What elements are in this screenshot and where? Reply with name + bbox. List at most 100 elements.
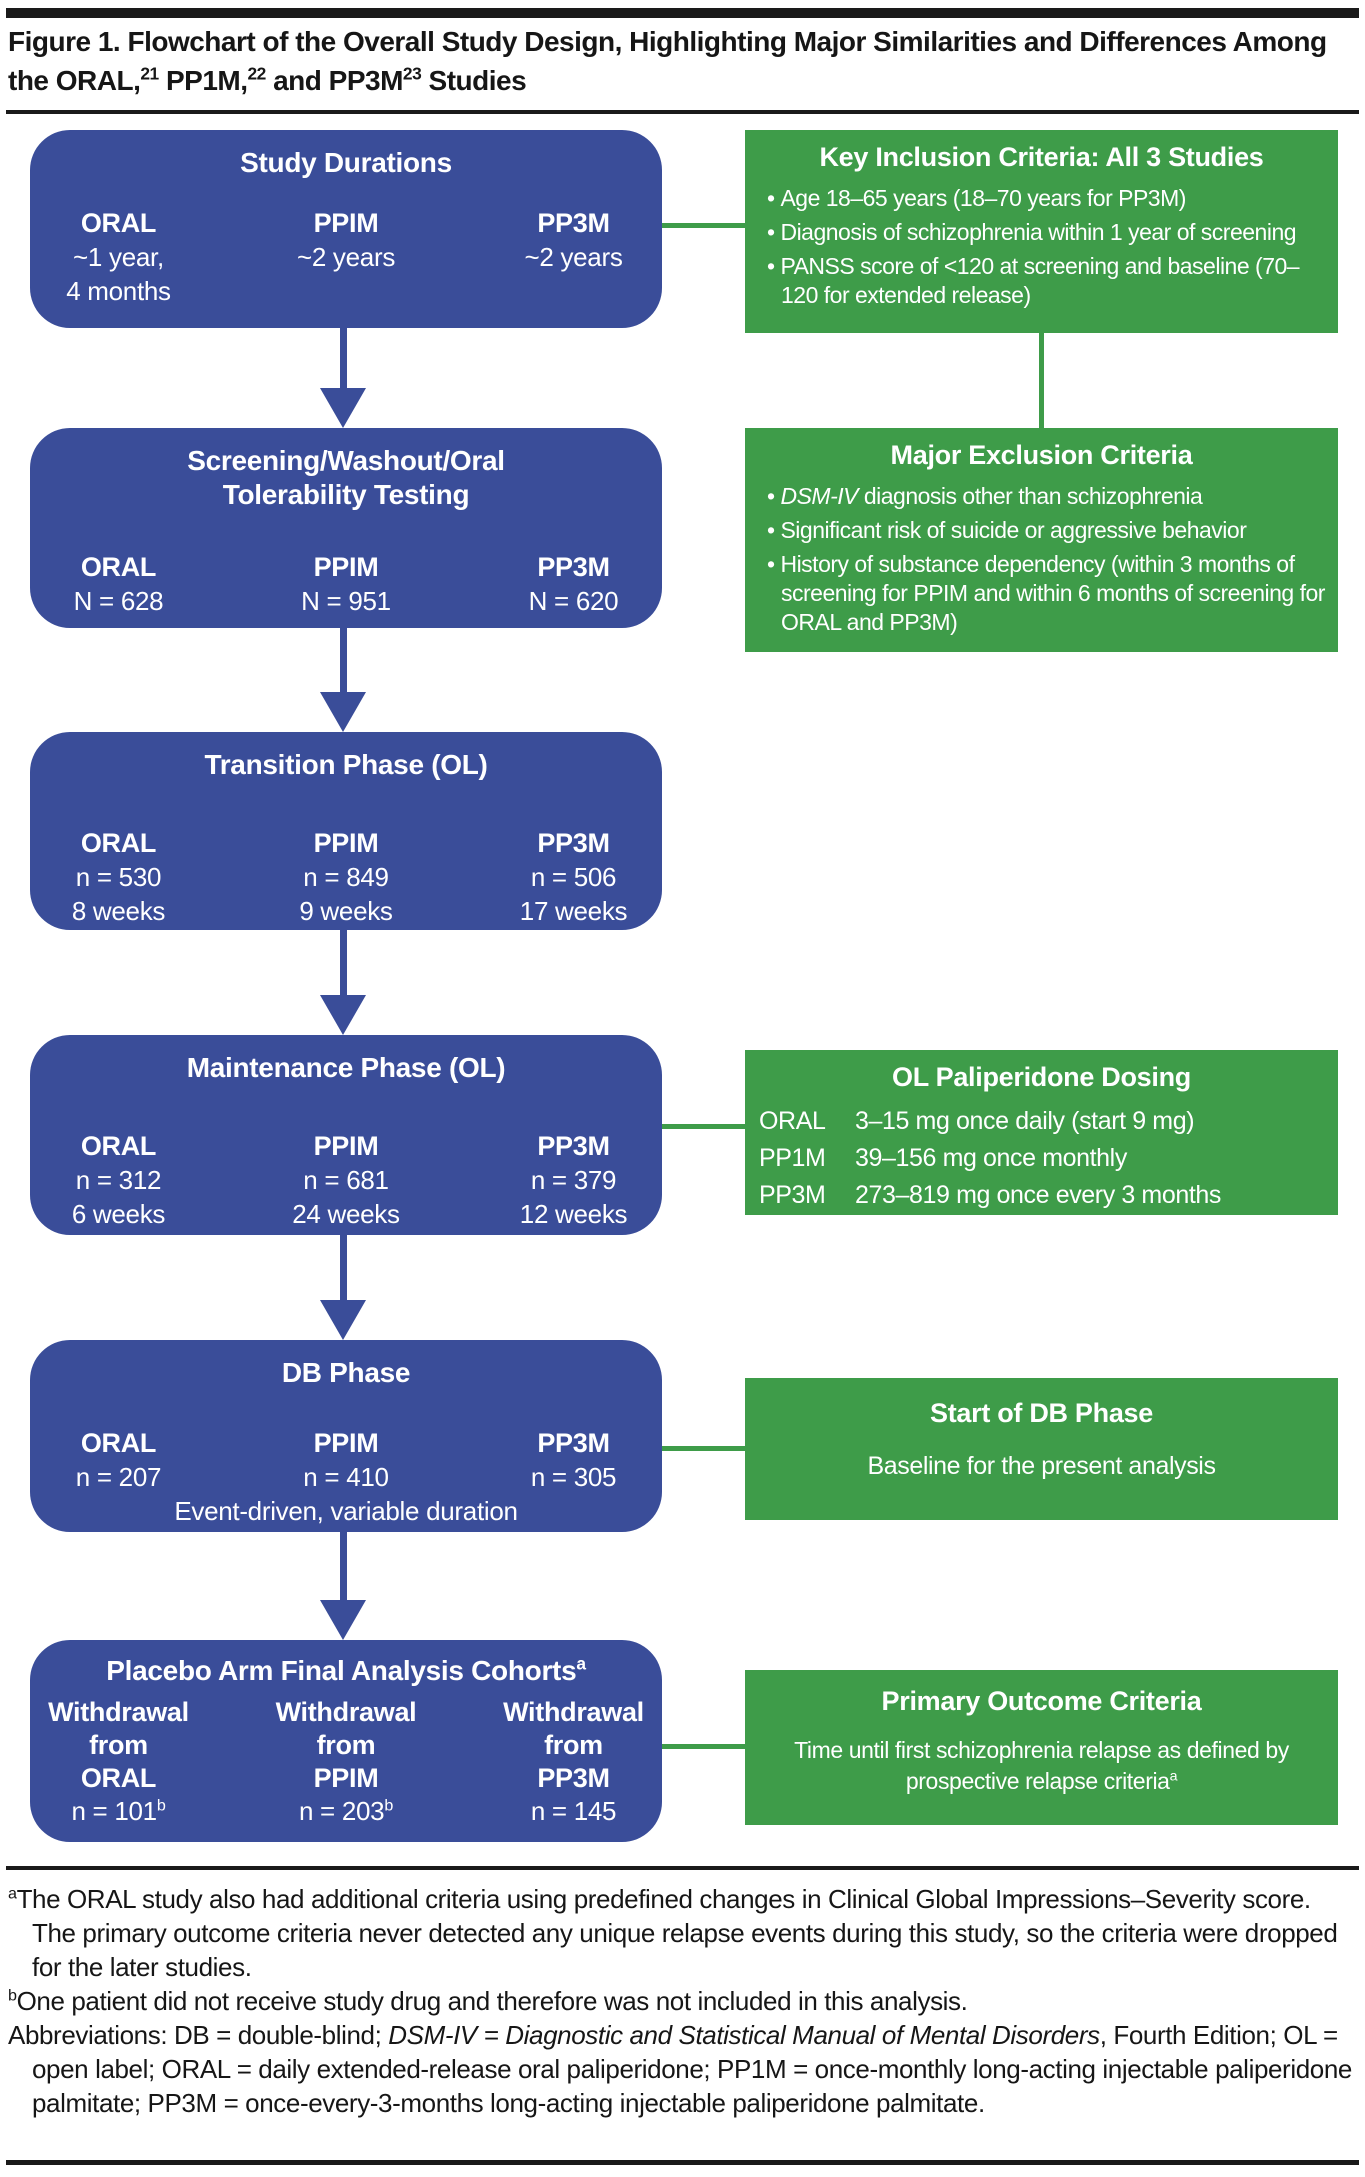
study-label: PP3M xyxy=(537,1131,610,1161)
study-value: n = 410 xyxy=(303,1462,389,1492)
dosing-value: 3–15 mg once daily (start 9 mg) xyxy=(855,1107,1195,1135)
study-value: n = 681 xyxy=(303,1165,389,1195)
study-label: from xyxy=(316,1730,376,1760)
study-value: n = 312 xyxy=(75,1165,162,1195)
dosing-value: 273–819 mg once every 3 months xyxy=(855,1181,1222,1209)
down-arrow-stem xyxy=(340,930,347,995)
dosing-row: PP3M 273–819 mg once every 3 months xyxy=(759,1177,1324,1214)
study-label: ORAL xyxy=(80,828,157,858)
side-box-heading: Primary Outcome Criteria xyxy=(881,1686,1202,1716)
bullet-item: Age 18–65 years (18–70 years for PP3M) xyxy=(759,184,1328,213)
side-box-body: Time until first schizophrenia relapse a… xyxy=(745,1721,1338,1797)
study-value: n = 530 xyxy=(75,862,162,892)
title-ref-23: 23 xyxy=(402,63,422,84)
italic-term: DSM-IV xyxy=(780,483,858,509)
box-heading: Maintenance Phase (OL) xyxy=(186,1052,506,1083)
footnote-marker-a: a xyxy=(576,1653,586,1674)
footnotes: aThe ORAL study also had additional crit… xyxy=(8,1882,1357,2120)
column-oral: ORAL ~1 year, 4 months xyxy=(30,206,207,308)
study-label: ORAL xyxy=(80,552,157,582)
abbreviations-note: Abbreviations: DB = double-blind; DSM-IV… xyxy=(8,2018,1357,2120)
study-value: n = 101b xyxy=(30,1795,207,1828)
study-label: PP3M xyxy=(537,828,610,858)
study-value: n = 145 xyxy=(485,1795,662,1828)
footnote-marker-b: b xyxy=(8,1986,17,2005)
study-columns: ORAL N = 628 PPIM N = 951 PP3M N = 620 xyxy=(30,550,662,618)
study-value: n = 849 xyxy=(303,862,389,892)
footnote-a: aThe ORAL study also had additional crit… xyxy=(8,1882,1357,1984)
study-value: 6 weeks xyxy=(71,1199,166,1229)
down-arrow-stem xyxy=(340,1235,347,1300)
footnote-marker-a: a xyxy=(8,1884,17,1903)
study-value: n = 207 xyxy=(75,1462,162,1492)
flow-box-study-durations: Study Durations ORAL ~1 year, 4 months P… xyxy=(30,130,662,328)
study-columns: ORAL n = 530 8 weeks PPIM n = 849 9 week… xyxy=(30,826,662,928)
column-pp3m: PP3M n = 379 12 weeks xyxy=(485,1129,662,1231)
side-box-heading: Major Exclusion Criteria xyxy=(890,440,1193,470)
column-oral: ORAL N = 628 xyxy=(30,550,207,618)
dosing-study-label: PP3M xyxy=(759,1181,826,1209)
abbreviation-italic-text: DSM-IV = Diagnostic and Statistical Manu… xyxy=(388,2020,1100,2050)
bullet-item: PANSS score of <120 at screening and bas… xyxy=(759,252,1328,310)
connector-line-vertical xyxy=(1039,333,1044,428)
bullet-list: Age 18–65 years (18–70 years for PP3M) D… xyxy=(745,177,1338,323)
footnote-text: The ORAL study also had additional crite… xyxy=(16,1884,1338,1982)
study-value: 12 weeks xyxy=(519,1199,628,1229)
side-box-dosing: OL Paliperidone Dosing ORAL 3–15 mg once… xyxy=(745,1050,1338,1215)
dosing-value: 39–156 mg once monthly xyxy=(855,1144,1127,1172)
study-label: PP3M xyxy=(537,208,610,238)
bullet-text: diagnosis other than schizophrenia xyxy=(857,483,1203,509)
down-arrow-head-icon xyxy=(320,1300,366,1340)
dosing-study-label: ORAL xyxy=(759,1107,826,1135)
box-heading-line2: Tolerability Testing xyxy=(222,479,470,510)
study-label: ORAL xyxy=(80,1763,157,1793)
flow-box-placebo-cohorts: Placebo Arm Final Analysis Cohortsa With… xyxy=(30,1640,662,1842)
footnote-marker-a: a xyxy=(1169,1768,1178,1785)
dosing-row: PP1M 39–156 mg once monthly xyxy=(759,1140,1324,1177)
column-ppim: PPIM ~2 years xyxy=(207,206,485,308)
column-ppim: Withdrawal from PPIM n = 203b xyxy=(207,1696,485,1828)
down-arrow-stem xyxy=(340,1532,347,1600)
study-columns: ORAL ~1 year, 4 months PPIM ~2 years PP3… xyxy=(30,206,662,308)
title-ref-21: 21 xyxy=(140,63,159,84)
footnote-marker-b: b xyxy=(384,1796,394,1815)
study-label: Withdrawal xyxy=(503,1697,644,1727)
study-label: PPIM xyxy=(313,1131,379,1161)
down-arrow-stem xyxy=(340,628,347,692)
side-box-inclusion-criteria: Key Inclusion Criteria: All 3 Studies Ag… xyxy=(745,130,1338,333)
study-label: PPIM xyxy=(313,828,379,858)
study-label: from xyxy=(544,1730,603,1760)
study-label: Withdrawal xyxy=(275,1697,417,1727)
study-label: PPIM xyxy=(313,1763,379,1793)
down-arrow-head-icon xyxy=(320,388,366,428)
title-text: Studies xyxy=(421,65,527,96)
connector-line xyxy=(662,1744,745,1749)
bullet-item: Diagnosis of schizophrenia within 1 year… xyxy=(759,218,1328,247)
column-ppim: PPIM n = 681 24 weeks xyxy=(207,1129,485,1231)
study-value: 9 weeks xyxy=(299,896,393,926)
study-value: N = 620 xyxy=(528,586,619,616)
study-columns: ORAL n = 312 6 weeks PPIM n = 681 24 wee… xyxy=(30,1129,662,1231)
side-box-body: Baseline for the present analysis xyxy=(867,1452,1216,1480)
footnote-divider-rule xyxy=(6,1866,1359,1870)
study-label: ORAL xyxy=(80,1131,157,1161)
n-value: n = 101 xyxy=(71,1796,157,1826)
box-heading: Placebo Arm Final Analysis Cohortsa xyxy=(30,1640,662,1688)
box-heading: Transition Phase (OL) xyxy=(204,749,488,780)
study-label: PPIM xyxy=(313,1428,379,1458)
study-value: ~1 year, xyxy=(73,242,164,272)
column-oral: ORAL n = 207 xyxy=(30,1426,207,1494)
column-pp3m: PP3M n = 506 17 weeks xyxy=(485,826,662,928)
study-value: n = 379 xyxy=(530,1165,617,1195)
side-box-heading: Start of DB Phase xyxy=(930,1398,1153,1428)
abbreviation-text: Abbreviations: DB = double-blind; xyxy=(8,2020,389,2050)
title-ref-22: 22 xyxy=(247,63,267,84)
top-rule xyxy=(6,8,1359,18)
column-pp3m: PP3M n = 305 xyxy=(485,1426,662,1494)
footnote-b: bOne patient did not receive study drug … xyxy=(8,1984,1357,2018)
flow-box-db-phase: DB Phase ORAL n = 207 PPIM n = 410 PP3M … xyxy=(30,1340,662,1532)
flow-box-screening: Screening/Washout/Oral Tolerability Test… xyxy=(30,428,662,628)
down-arrow-head-icon xyxy=(320,692,366,732)
outcome-text: Time until first schizophrenia relapse a… xyxy=(794,1737,1289,1794)
